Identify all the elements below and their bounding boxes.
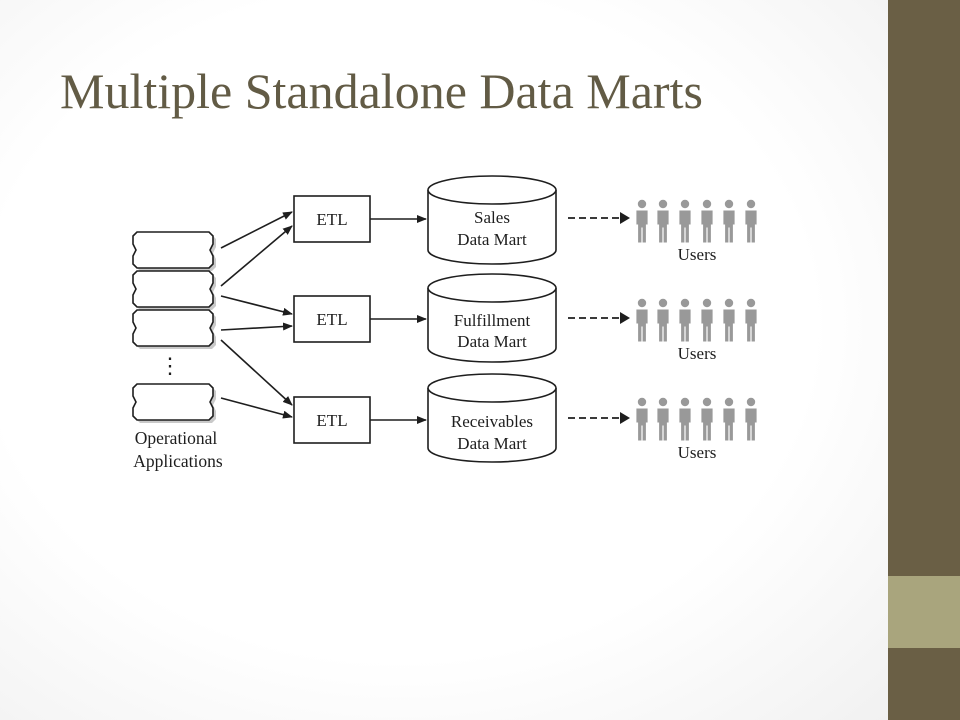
user-icon xyxy=(723,298,735,342)
operational-app-box xyxy=(132,270,216,310)
users-label: Users xyxy=(678,245,717,264)
data-mart-cylinder: Receivables Data Mart xyxy=(427,373,557,463)
flow-arrow xyxy=(220,225,293,287)
user-icon xyxy=(723,397,735,441)
mart-to-users-arrowhead xyxy=(620,312,630,324)
users-label: Users xyxy=(678,443,717,462)
etl-box: ETL xyxy=(293,195,371,243)
flow-arrow xyxy=(220,397,293,419)
users-group xyxy=(636,298,757,342)
user-icon xyxy=(679,199,691,243)
data-mart-cylinder: Fulfillment Data Mart xyxy=(427,273,557,363)
sidebar-middle-band xyxy=(888,576,960,648)
mart-name: Fulfillment xyxy=(454,311,531,330)
flow-arrow xyxy=(220,322,293,331)
etl-label: ETL xyxy=(316,411,347,430)
sources-label-line2: Applications xyxy=(133,451,223,471)
etl-label: ETL xyxy=(316,310,347,329)
user-icon xyxy=(745,298,757,342)
user-icon xyxy=(679,298,691,342)
users-group xyxy=(636,397,757,441)
user-icon xyxy=(701,199,713,243)
user-icon xyxy=(657,397,669,441)
sources-ellipsis: ⋮ xyxy=(159,353,181,378)
flow-arrow xyxy=(220,295,293,316)
sidebar-bottom-band xyxy=(888,648,960,720)
etl-box: ETL xyxy=(293,396,371,444)
users-label: Users xyxy=(678,344,717,363)
user-icon xyxy=(701,397,713,441)
user-icon xyxy=(657,298,669,342)
mart-subtitle: Data Mart xyxy=(457,230,527,249)
mart-name: Sales xyxy=(474,208,510,227)
flow-arrow xyxy=(220,211,293,249)
user-icon xyxy=(701,298,713,342)
user-icon xyxy=(745,199,757,243)
flow-arrow xyxy=(220,339,293,406)
mart-subtitle: Data Mart xyxy=(457,332,527,351)
mart-to-users-arrowhead xyxy=(620,212,630,224)
user-icon xyxy=(723,199,735,243)
operational-app-box xyxy=(132,383,216,423)
mart-name: Receivables xyxy=(451,412,533,431)
etl-label: ETL xyxy=(316,210,347,229)
user-icon xyxy=(745,397,757,441)
operational-app-box xyxy=(132,231,216,271)
operational-app-box xyxy=(132,309,216,349)
user-icon xyxy=(636,397,648,441)
mart-subtitle: Data Mart xyxy=(457,434,527,453)
user-icon xyxy=(679,397,691,441)
sources-label-line1: Operational xyxy=(135,428,218,448)
slide-title: Multiple Standalone Data Marts xyxy=(60,63,703,119)
data-mart-diagram: ⋮ Operational Applications ETL Sales Dat… xyxy=(132,175,757,471)
user-icon xyxy=(657,199,669,243)
data-mart-cylinder: Sales Data Mart xyxy=(427,175,557,265)
slide-background xyxy=(0,0,888,720)
etl-box: ETL xyxy=(293,295,371,343)
users-group xyxy=(636,199,757,243)
user-icon xyxy=(636,298,648,342)
sidebar-top-band xyxy=(888,0,960,576)
source-to-etl-arrows xyxy=(220,211,293,419)
mart-to-users-arrowhead xyxy=(620,412,630,424)
user-icon xyxy=(636,199,648,243)
